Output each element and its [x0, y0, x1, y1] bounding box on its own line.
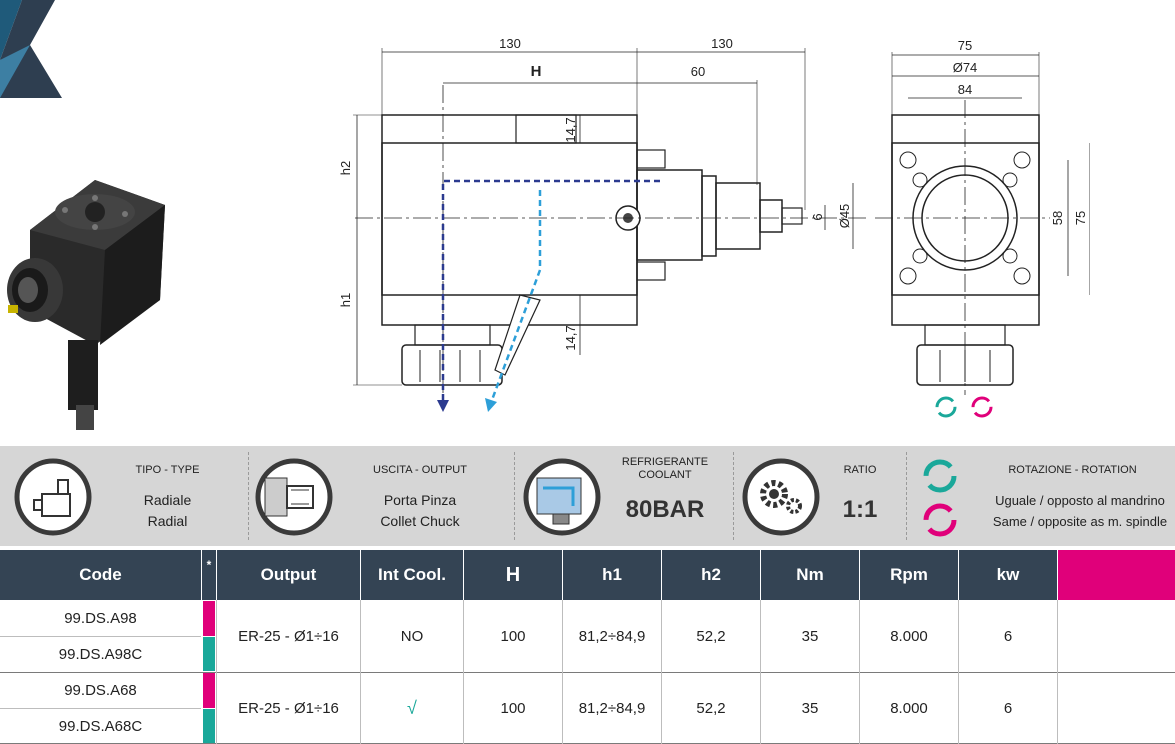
dim-130-right: 130 [711, 36, 733, 51]
rotation-tag-same [203, 709, 215, 744]
table-cell-intcool: NO [400, 627, 424, 645]
dim-h: H [531, 63, 542, 80]
brand-logo [0, 0, 62, 98]
gear-icon [742, 458, 820, 536]
rotation-caption: ROTAZIONE - ROTATION [1008, 464, 1137, 476]
table-cell-code: 99.DS.A68 [64, 681, 137, 699]
product-photo [7, 180, 165, 430]
output-caption: USCITA - OUTPUT [373, 464, 467, 476]
radial-type-icon [14, 458, 92, 536]
dim-60: 60 [691, 64, 705, 79]
col-header-kw: kw [959, 550, 1057, 600]
dim-14-7-top: 14,7 [563, 117, 578, 142]
ratio-value: 1:1 [842, 496, 878, 523]
dim-h1: h1 [338, 293, 353, 307]
table-cell-kw: 6 [1003, 627, 1013, 645]
dim-side-74: Ø74 [953, 60, 978, 75]
table-cell-h2: 52,2 [696, 699, 726, 717]
coolant-icon [523, 458, 601, 536]
table-cell-kw: 6 [1003, 699, 1013, 717]
rotation-tag-opposite [203, 673, 215, 708]
table-cell-h2: 52,2 [696, 627, 726, 645]
dim-side-75-right: 75 [1073, 211, 1088, 225]
rotation-tag-same [203, 637, 215, 671]
table-cell-H: 100 [500, 699, 526, 717]
col-header-h1: h1 [563, 550, 661, 600]
col-header-intcool: Int Cool. [361, 550, 463, 600]
rotation-tag-opposite [203, 601, 215, 636]
dim-45: Ø45 [837, 204, 852, 229]
dim-side-75: 75 [958, 38, 972, 53]
table-cell-h1: 81,2÷84,9 [578, 699, 646, 717]
dim-side-58: 58 [1050, 211, 1065, 225]
col-header-star: * [202, 550, 216, 600]
table-cell-rpm: 8.000 [890, 699, 928, 717]
ratio-caption: RATIO [843, 464, 877, 476]
rotation-icon [923, 459, 957, 537]
coolant-value: 80BAR [625, 496, 705, 523]
table-cell-nm: 35 [801, 627, 819, 645]
col-header-nm: Nm [761, 550, 859, 600]
col-header-output: Output [217, 550, 360, 600]
table-cell-output: ER-25 - Ø1÷16 [238, 699, 339, 717]
table-cell-code: 99.DS.A98 [64, 609, 137, 627]
table-cell-h1: 81,2÷84,9 [578, 627, 646, 645]
dim-side-84: 84 [958, 82, 972, 97]
table-cell-code: 99.DS.A98C [58, 645, 143, 663]
table-cell-H: 100 [500, 627, 526, 645]
col-header-code: Code [0, 550, 201, 600]
dim-14-7-bot: 14,7 [563, 325, 578, 350]
dim-h2: h2 [338, 161, 353, 175]
dim-6: 6 [810, 213, 825, 220]
table-cell-intcool: √ [407, 697, 417, 718]
table-cell-code: 99.DS.A68C [58, 717, 143, 735]
table-cell-rpm: 8.000 [890, 627, 928, 645]
technical-drawing: 130 130 H 60 h2 h1 14,7 14,7 6 Ø45 75 Ø7… [338, 36, 1090, 418]
collet-output-icon [255, 458, 333, 536]
col-header-rpm: Rpm [860, 550, 958, 600]
dim-130-left: 130 [499, 36, 521, 51]
table-cell-nm: 35 [801, 699, 819, 717]
col-header-H: H [464, 550, 562, 600]
type-caption: TIPO - TYPE [135, 464, 200, 476]
col-header-accent [1058, 550, 1175, 600]
table-cell-output: ER-25 - Ø1÷16 [238, 627, 339, 645]
rotation-opposite-icon [971, 396, 993, 418]
col-header-h2: h2 [662, 550, 760, 600]
rotation-same-icon [935, 396, 957, 418]
